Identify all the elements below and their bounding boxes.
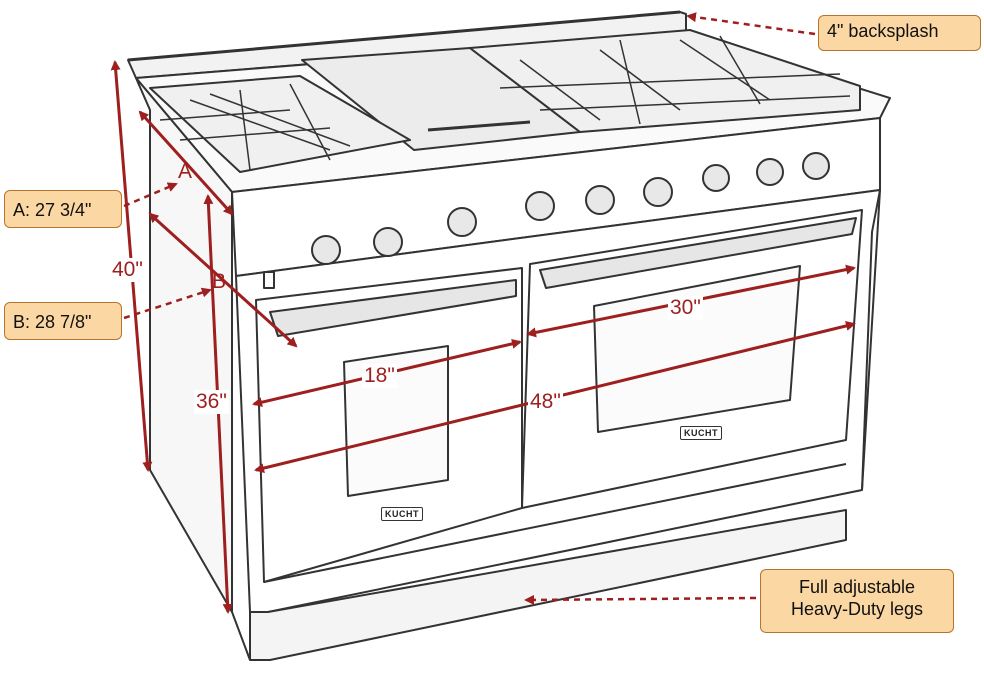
marker-a-label: A	[178, 160, 193, 183]
knob-1	[311, 235, 341, 265]
height-40-label: 40"	[110, 258, 145, 282]
legs-callout-line2: Heavy-Duty legs	[790, 599, 924, 619]
right-oven-brand-badge: KUCHT	[680, 426, 722, 440]
light-switch	[263, 271, 275, 289]
depth-b-callout-text: B: 28 7/8"	[13, 312, 92, 332]
knob-8	[756, 158, 784, 186]
depth-b-callout: B: 28 7/8"	[4, 302, 122, 340]
legs-callout: Full adjustable Heavy-Duty legs	[760, 569, 954, 633]
width-18-label: 18"	[362, 364, 397, 388]
backsplash-top-edge	[127, 10, 681, 62]
front-right-edge	[861, 118, 881, 491]
depth-b-leader	[123, 287, 212, 320]
depth-a-callout-text: A: 27 3/4"	[13, 200, 92, 220]
backsplash-callout-text: 4" backsplash	[827, 21, 939, 41]
left-oven-brand-badge: KUCHT	[381, 507, 423, 521]
depth-a-line	[138, 110, 234, 216]
knob-4	[525, 191, 555, 221]
right-grate-bars	[499, 35, 851, 125]
width-48-label: 48"	[528, 390, 563, 414]
leader-lines	[123, 12, 816, 605]
legs-leader	[524, 594, 757, 605]
width-30-label: 30"	[668, 296, 703, 320]
range-drawing	[127, 10, 891, 661]
depth-a-callout: A: 27 3/4"	[4, 190, 122, 228]
body-bottom-edge	[231, 611, 251, 661]
legs-callout-line1: Full adjustable	[798, 577, 916, 597]
knob-7	[702, 164, 730, 192]
oven-bottom-rail	[263, 463, 847, 583]
knob-2	[373, 227, 403, 257]
knob-3	[447, 207, 477, 237]
marker-b-label: B	[212, 270, 227, 293]
griddle-handle	[427, 120, 531, 132]
knob-6	[643, 177, 673, 207]
height-36-label: 36"	[194, 390, 229, 414]
knob-9	[802, 152, 830, 180]
backsplash-leader	[686, 12, 816, 36]
knob-5	[585, 185, 615, 215]
depth-a-leader	[123, 182, 178, 208]
backsplash-callout: 4" backsplash	[818, 15, 981, 51]
